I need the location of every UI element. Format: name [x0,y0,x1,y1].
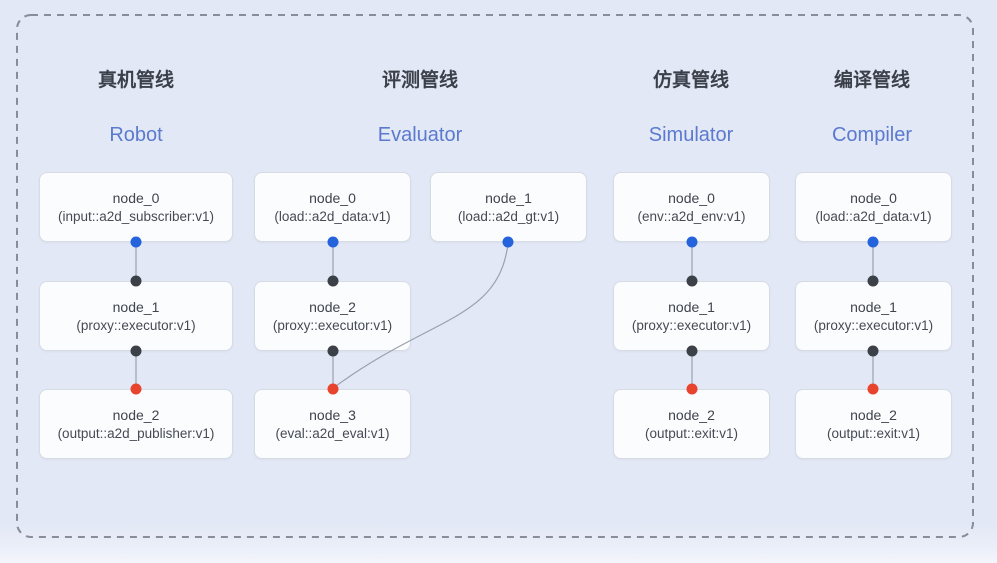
node-type: (proxy::executor:v1) [76,318,196,333]
pipeline-subtitle-robot: Robot [109,124,163,146]
node-name: node_2 [850,407,897,423]
node-type: (proxy::executor:v1) [272,318,393,333]
node-name: node_1 [485,190,532,206]
node-type: (input::a2d_subscriber:v1) [57,209,215,224]
compiler-node-2: node_2 (output::exit:v1) [795,389,952,459]
node-name: node_2 [309,299,356,315]
node-type: (load::a2d_data:v1) [815,209,932,224]
evaluator-node-3: node_3 (eval::a2d_eval:v1) [254,389,411,459]
node-type: (eval::a2d_eval:v1) [275,426,390,441]
node-type: (output::a2d_publisher:v1) [57,426,215,441]
node-type: (env::a2d_env:v1) [637,209,746,224]
node-type: (output::exit:v1) [644,426,739,441]
pipeline-title-simulator: 仿真管线 [652,70,730,91]
node-name: node_2 [668,407,715,423]
compiler-node-1: node_1 (proxy::executor:v1) [795,281,952,351]
simulator-node-1: node_1 (proxy::executor:v1) [613,281,770,351]
node-name: node_3 [309,407,356,423]
node-name: node_0 [668,190,715,206]
node-name: node_1 [668,299,715,315]
node-type: (output::exit:v1) [826,426,921,441]
simulator-node-2: node_2 (output::exit:v1) [613,389,770,459]
evaluator-node-2: node_2 (proxy::executor:v1) [254,281,411,351]
node-type: (proxy::executor:v1) [631,318,752,333]
pipeline-title-evaluator: 评测管线 [381,70,459,91]
node-name: node_1 [112,299,160,315]
node-name: node_0 [850,190,897,206]
node-name: node_2 [112,407,160,423]
node-name: node_0 [112,190,160,206]
simulator-node-0: node_0 (env::a2d_env:v1) [613,172,770,242]
compiler-node-0: node_0 (load::a2d_data:v1) [795,172,952,242]
evaluator-node-0: node_0 (load::a2d_data:v1) [254,172,411,242]
node-type: (load::a2d_data:v1) [274,209,391,224]
pipeline-subtitle-simulator: Simulator [648,124,734,146]
evaluator-node-1: node_1 (load::a2d_gt:v1) [430,172,587,242]
node-type: (proxy::executor:v1) [813,318,934,333]
node-type: (load::a2d_gt:v1) [457,209,560,224]
pipeline-subtitle-compiler: Compiler [831,124,913,146]
pipeline-subtitle-evaluator: Evaluator [377,124,463,146]
node-name: node_1 [850,299,897,315]
node-name: node_0 [309,190,356,206]
robot-node-2: node_2 (output::a2d_publisher:v1) [39,389,233,459]
pipeline-title-compiler: 编译管线 [833,70,911,91]
robot-node-1: node_1 (proxy::executor:v1) [39,281,233,351]
pipeline-title-robot: 真机管线 [97,70,175,91]
robot-node-0: node_0 (input::a2d_subscriber:v1) [39,172,233,242]
